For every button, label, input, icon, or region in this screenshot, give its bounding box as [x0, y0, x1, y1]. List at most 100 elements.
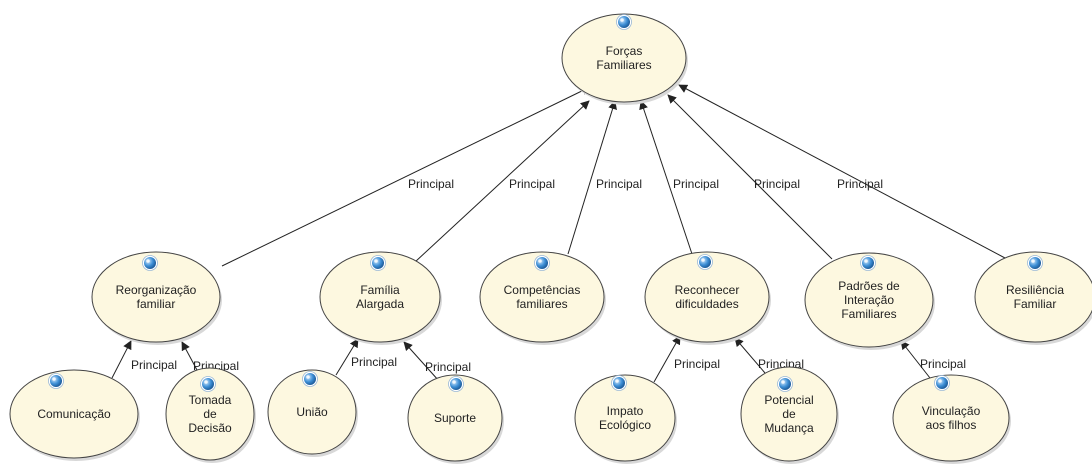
node-label: Decisão — [188, 421, 232, 435]
node-label: Competências — [504, 283, 581, 297]
node-comun[interactable]: Comunicação — [9, 369, 140, 461]
globe-icon — [934, 375, 950, 391]
edge-arrow — [414, 100, 590, 263]
node-label: Forças — [606, 44, 643, 58]
globe-icon — [777, 376, 793, 392]
node-label: aos filhos — [926, 418, 977, 432]
edge-arrow — [111, 340, 132, 379]
node-ellipse — [574, 374, 676, 462]
node-label: Família — [360, 283, 400, 297]
edge-arrow — [639, 100, 693, 255]
globe-icon — [200, 376, 216, 392]
node-ellipse — [892, 374, 1010, 462]
node-ellipse — [9, 369, 139, 459]
edge-label: Principal — [754, 177, 800, 191]
node-label: dificuldades — [675, 297, 738, 311]
node-ellipse — [740, 366, 838, 462]
node-ellipse — [479, 251, 605, 343]
node-ellipse — [561, 13, 687, 103]
node-label: Reconhecer — [675, 283, 740, 297]
node-ellipse — [974, 251, 1092, 343]
node-label: Ecológico — [599, 418, 651, 432]
node-uniao[interactable]: União — [267, 369, 358, 457]
edge-arrow — [403, 341, 440, 382]
node-ellipse — [267, 369, 357, 455]
edge-padr-to-root: Principal — [667, 94, 833, 260]
edge-label: Principal — [673, 177, 719, 191]
edge-label: Principal — [509, 177, 555, 191]
node-label: Mudança — [764, 421, 814, 435]
node-ellipse — [319, 251, 441, 343]
globe-icon — [48, 373, 64, 389]
edge-arrow — [335, 338, 359, 376]
node-ellipse — [407, 374, 503, 462]
edge-uniao-to-fam: Principal — [335, 338, 397, 376]
node-sup[interactable]: Suporte — [407, 374, 504, 464]
node-label: União — [296, 405, 328, 419]
node-label: Suporte — [434, 411, 476, 425]
edge-sup-to-fam: Principal — [403, 341, 471, 382]
globe-icon — [534, 255, 550, 271]
edge-comp-to-root: Principal — [567, 100, 642, 255]
node-label: Comunicação — [37, 407, 111, 421]
edge-arrow — [734, 337, 766, 374]
edge-arrow — [181, 341, 198, 371]
edge-arrow — [667, 94, 833, 260]
edge-resil-to-root: Principal — [678, 84, 1006, 259]
node-label: Alargada — [356, 297, 404, 311]
node-label: Familiares — [841, 307, 896, 321]
edge-label: Principal — [131, 358, 177, 372]
edge-comun-to-reorg: Principal — [111, 340, 177, 379]
node-label: Reorganização — [116, 283, 197, 297]
edge-arrow — [567, 100, 617, 255]
edge-label: Principal — [596, 177, 642, 191]
globe-icon — [302, 371, 318, 387]
node-ellipse — [804, 252, 934, 348]
node-label: de — [203, 407, 217, 421]
edge-label: Principal — [351, 355, 397, 369]
nodes-layer: ForçasFamiliaresReorganizaçãofamiliarFam… — [9, 13, 1092, 464]
edge-arrow — [221, 86, 591, 267]
globe-icon — [611, 375, 627, 391]
node-label: Familiar — [1014, 297, 1057, 311]
node-label: familiar — [137, 297, 176, 311]
node-label: familiares — [516, 297, 567, 311]
edge-label: Principal — [674, 357, 720, 371]
node-label: Interação — [844, 293, 894, 307]
node-label: de — [782, 407, 796, 421]
edge-arrow — [900, 340, 931, 379]
node-label: Resiliência — [1006, 283, 1064, 297]
node-label: Potencial — [764, 393, 813, 407]
node-ellipse — [165, 367, 255, 461]
globe-icon — [697, 254, 713, 270]
node-ellipse — [91, 251, 221, 343]
edge-recon-to-root: Principal — [639, 100, 719, 255]
node-ellipse — [644, 251, 770, 343]
edge-fam-to-root: Principal — [414, 100, 590, 263]
edge-arrow — [653, 335, 681, 383]
edge-imp-to-recon: Principal — [653, 335, 720, 383]
edge-label: Principal — [837, 177, 883, 191]
globe-icon — [448, 376, 464, 392]
globe-icon — [616, 14, 632, 30]
globe-icon — [142, 255, 158, 271]
edge-label: Principal — [920, 357, 966, 371]
node-label: Vinculação — [922, 404, 981, 418]
node-label: Familiares — [596, 58, 651, 72]
node-label: Padrões de — [838, 279, 900, 293]
edge-arrow — [678, 84, 1006, 259]
globe-icon — [370, 255, 386, 271]
